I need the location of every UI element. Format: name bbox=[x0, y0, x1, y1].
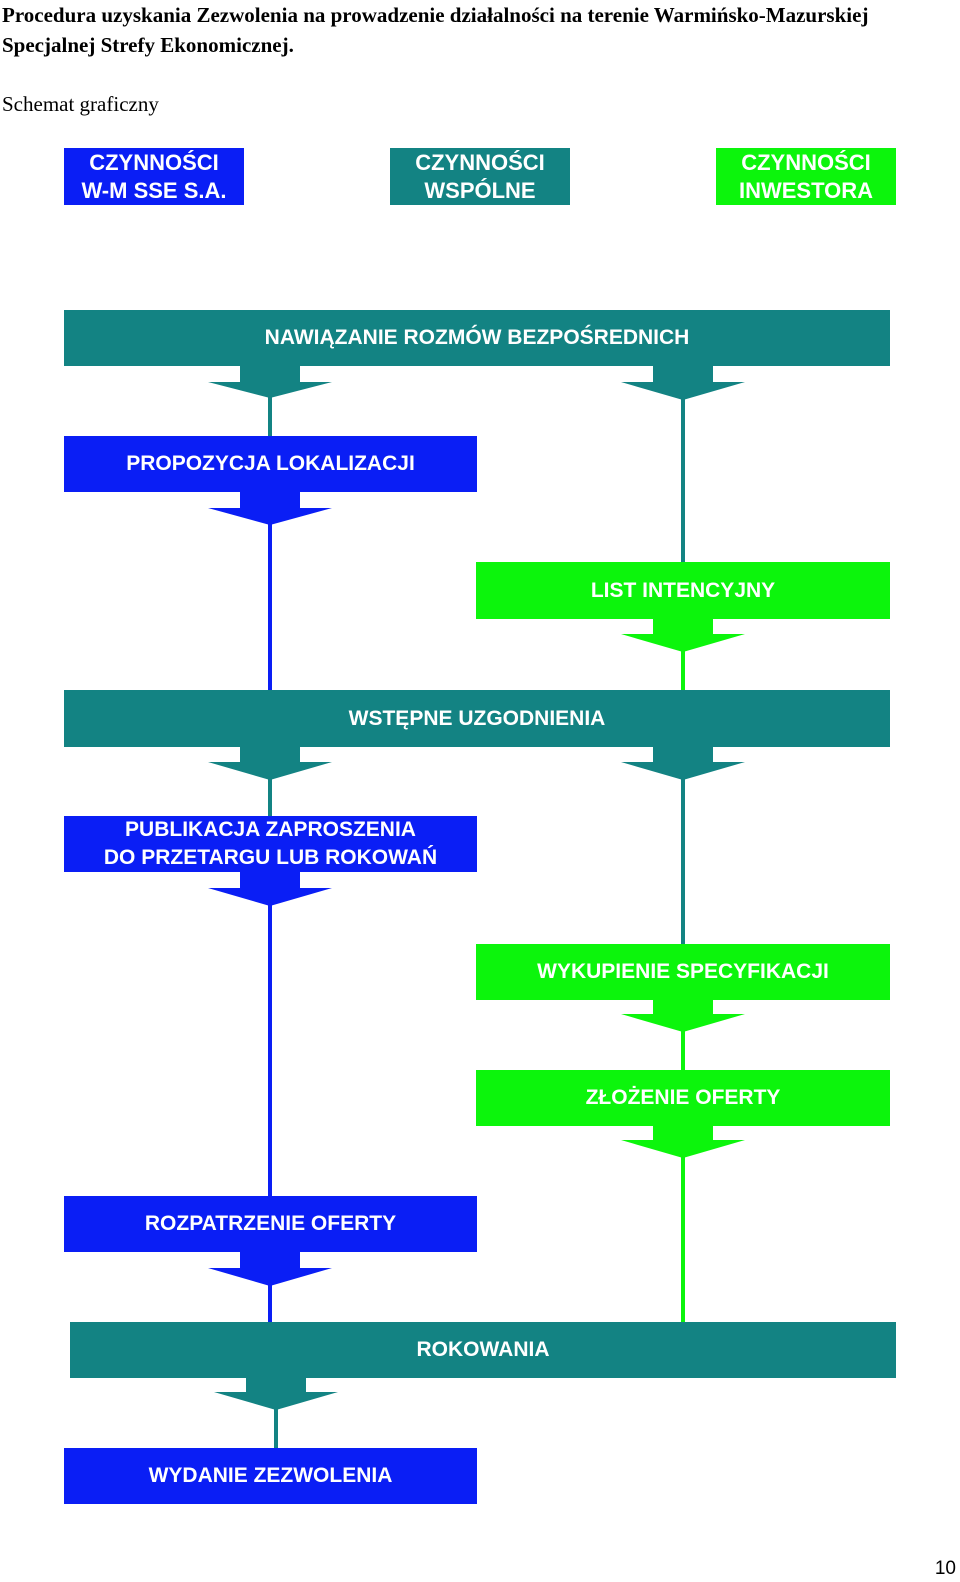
step-nawiazanie-rozmow: NAWIĄZANIE ROZMÓW BEZPOŚREDNICH bbox=[64, 310, 890, 366]
step-wstepne-uzgodnienia: WSTĘPNE UZGODNIENIA bbox=[64, 690, 890, 747]
arrow-down bbox=[621, 617, 745, 652]
step-label: WYKUPIENIE SPECYFIKACJI bbox=[537, 960, 829, 983]
arrow-down bbox=[621, 745, 745, 780]
step-label: WSTĘPNE UZGODNIENIA bbox=[348, 706, 606, 730]
step-list-intencyjny: LIST INTENCYJNY bbox=[476, 562, 890, 619]
arrow-down bbox=[621, 997, 745, 1032]
step-rozpatrzenie-oferty: ROZPATRZENIE OFERTY bbox=[64, 1196, 477, 1252]
step-publikacja-zaproszenia: PUBLIKACJA ZAPROSZENIA DO PRZETARGU LUB … bbox=[64, 816, 477, 872]
legend-wm-line2: W-M SSE S.A. bbox=[81, 177, 227, 203]
document-title: Procedura uzyskania Zezwolenia na prowad… bbox=[2, 3, 869, 57]
step-label: ROKOWANIA bbox=[416, 1338, 550, 1361]
step-label: NAWIĄZANIE ROZMÓW BEZPOŚREDNICH bbox=[264, 326, 690, 349]
step-label: LIST INTENCYJNY bbox=[590, 578, 776, 602]
step-label: PROPOZYCJA LOKALIZACJI bbox=[126, 452, 415, 475]
step-label: ZŁOŻENIE OFERTY bbox=[585, 1086, 781, 1109]
step-propozycja-lokalizacji: PROPOZYCJA LOKALIZACJI bbox=[64, 436, 477, 492]
step-label: ROZPATRZENIE OFERTY bbox=[144, 1212, 397, 1235]
legend-common: CZYNNOŚCI WSPÓLNE bbox=[390, 148, 570, 205]
legend-common-line1: CZYNNOŚCI bbox=[415, 149, 545, 175]
arrow-down bbox=[208, 745, 332, 780]
legend-investor-line2: INWESTORA bbox=[738, 177, 874, 203]
arrow-down bbox=[214, 1375, 338, 1410]
step-label-line1: PUBLIKACJA ZAPROSZENIA bbox=[125, 818, 416, 841]
legend-common-line2: WSPÓLNE bbox=[424, 177, 536, 203]
legend-investor: CZYNNOŚCI INWESTORA bbox=[716, 148, 896, 205]
step-label: WYDANIE ZEZWOLENIA bbox=[148, 1464, 393, 1487]
arrow-down bbox=[208, 870, 332, 906]
arrow-down bbox=[208, 364, 332, 398]
step-rokowania: ROKOWANIA bbox=[70, 1322, 896, 1378]
step-wydanie-zezwolenia: WYDANIE ZEZWOLENIA bbox=[64, 1448, 477, 1504]
legend-investor-line1: CZYNNOŚCI bbox=[741, 149, 871, 175]
legend-wm-sse: CZYNNOŚCI W-M SSE S.A. bbox=[64, 148, 244, 205]
legend-wm-line1: CZYNNOŚCI bbox=[89, 149, 219, 175]
page-number: 10 bbox=[934, 1558, 956, 1579]
arrow-down bbox=[208, 1250, 332, 1286]
step-label-line2: DO PRZETARGU LUB ROKOWAŃ bbox=[103, 846, 438, 869]
arrow-down bbox=[621, 1123, 745, 1158]
arrow-down bbox=[208, 490, 332, 525]
arrow-down bbox=[621, 364, 745, 400]
step-zlozenie-oferty: ZŁOŻENIE OFERTY bbox=[476, 1070, 890, 1126]
step-wykupienie-specyfikacji: WYKUPIENIE SPECYFIKACJI bbox=[476, 944, 890, 1000]
diagram-subtitle: Schemat graficzny bbox=[2, 92, 159, 116]
